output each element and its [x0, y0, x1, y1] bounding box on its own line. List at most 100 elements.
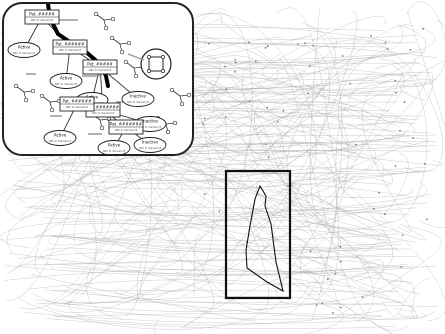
inset-node-sub: ABC D. Name/1/3 [139, 125, 162, 129]
network-edge [244, 107, 310, 234]
inset-node-sub: ABC D. Name/2/3 [115, 128, 138, 132]
network-edge [64, 296, 356, 318]
network-node [386, 48, 389, 50]
network-edge [27, 279, 403, 303]
network-edge [298, 173, 355, 216]
inset-patent-node: Pat. ######ABC D. Name/2/3 [59, 96, 95, 112]
network-edge [137, 39, 386, 301]
network-node [355, 144, 357, 146]
network-node [267, 156, 270, 158]
network-edge [54, 313, 382, 317]
network-node [409, 48, 412, 51]
network-edge [34, 233, 398, 241]
network-edge [18, 255, 417, 266]
network-edge [44, 289, 403, 306]
network-edge [320, 289, 394, 334]
network-edge [0, 221, 164, 249]
network-node [361, 296, 364, 298]
highlight-box [224, 169, 292, 300]
network-node [339, 306, 342, 309]
network-edge [13, 184, 346, 276]
network-edge [52, 290, 398, 293]
network-node [395, 91, 398, 94]
network-node [378, 191, 380, 194]
inset-node-sub: ABC D. Name/1/3 [13, 51, 36, 55]
network-node [304, 42, 306, 44]
network-node [287, 184, 289, 187]
network-node [264, 46, 267, 49]
network-node [423, 162, 426, 165]
network-node [248, 41, 250, 44]
network-node [399, 129, 401, 132]
network-edge [74, 250, 235, 304]
inset-patent-node: Pat. ######ABC D. Name/2/3 [52, 39, 88, 55]
network-edge [354, 41, 443, 173]
network-edge [10, 179, 412, 198]
inset-patent-node: Pat. #######ABC D. Name/2/3 [108, 119, 144, 135]
inset-node-title: Active [18, 45, 31, 50]
network-edge [23, 312, 419, 324]
network-node [315, 304, 318, 306]
network-node [400, 266, 403, 268]
network-edge [73, 149, 385, 198]
inset-node-sub: ABC D. Name/1/3 [127, 100, 150, 104]
inset-node-sub: ABC D. Name/2/3 [89, 68, 112, 72]
network-edge [54, 161, 372, 211]
network-edge [245, 204, 416, 243]
network-edge [36, 301, 439, 308]
inset-node-sub: ABC D. Name/2/3 [59, 48, 82, 52]
network-edge [168, 165, 354, 189]
network-node [203, 193, 206, 196]
network-edge [254, 101, 417, 319]
network-edge [362, 224, 442, 300]
network-edge [62, 234, 403, 251]
inset-node-title: Inactive [142, 119, 158, 124]
network-node [254, 60, 257, 63]
network-edge [57, 200, 388, 217]
inset-node-title: Pat. ###### [56, 42, 86, 47]
network-edge [242, 135, 295, 155]
inset-branch-glyph [39, 93, 62, 113]
network-edge [47, 318, 396, 330]
inset-branch-glyph [109, 35, 132, 55]
network-node [309, 250, 312, 253]
network-edge [73, 156, 151, 244]
network-node [234, 58, 237, 61]
inset-node-sub: ABC D. Name/1/3 [55, 82, 78, 86]
network-edge [24, 193, 431, 216]
network-edge [52, 304, 384, 320]
network-edge [36, 163, 398, 175]
network-node [394, 79, 397, 82]
network-node [203, 117, 206, 120]
network-node [234, 61, 237, 64]
network-edge [8, 252, 416, 273]
network-edge [41, 202, 428, 215]
network-node [341, 55, 344, 57]
inset-node-sub: ABC D. Name/1/3 [49, 139, 72, 143]
inset-node-title: Pat. ####### [110, 122, 143, 127]
network-edge [65, 286, 426, 320]
network-node [266, 106, 269, 109]
network-edge [48, 141, 376, 246]
inset-cycle-glyph [140, 48, 172, 80]
network-edge [0, 102, 311, 204]
network-edge [7, 146, 357, 253]
network-node [403, 101, 406, 104]
network-edge [58, 263, 408, 275]
inset-node-title: Active [60, 76, 73, 81]
inset-arrow [127, 53, 145, 61]
network-edge [53, 167, 426, 175]
network-edge [407, 11, 445, 228]
network-node [326, 278, 329, 281]
network-edge [357, 24, 426, 85]
inset-node-sub: ABC D. Name/2/3 [66, 105, 89, 109]
inset-branch-glyph [169, 87, 192, 107]
network-edge [388, 280, 436, 319]
inset-branch-glyph [13, 83, 36, 103]
network-node [339, 245, 342, 248]
